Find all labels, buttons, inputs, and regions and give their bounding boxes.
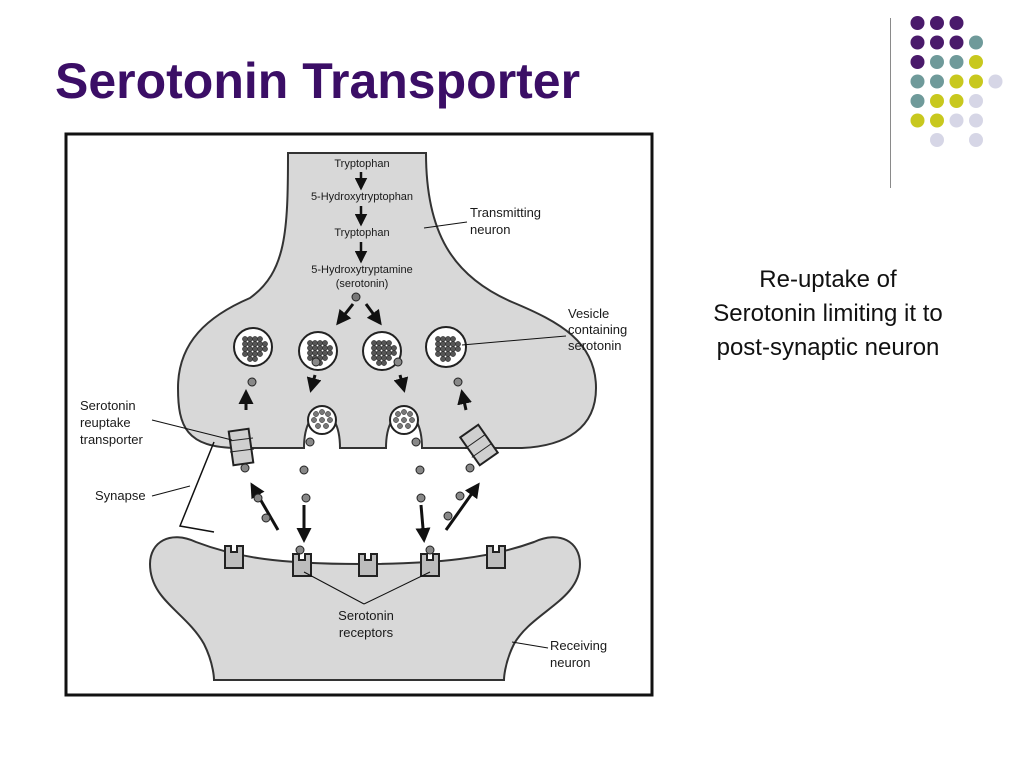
serotonin-molecule (295, 545, 305, 555)
decorative-dot (969, 55, 983, 69)
serotonin-molecule (416, 493, 426, 503)
release-arrows (238, 374, 480, 543)
serotonin-molecule (305, 437, 315, 447)
leader-lines (151, 221, 567, 649)
decorative-dot (910, 35, 925, 50)
serotonin-molecule (415, 465, 425, 475)
serotonin-receptor (486, 545, 506, 569)
vesicle (362, 331, 402, 371)
decorative-dot-grid (910, 16, 1003, 147)
pathway-step-2: 5-Hydroxytryptophan (311, 191, 413, 203)
label-receptors-1: Serotonin (338, 608, 394, 623)
label-transmitting-2: neuron (470, 222, 510, 237)
serotonin-molecule (453, 377, 463, 387)
label-vesicle-2: containing (568, 322, 627, 337)
pathway-step-1: Tryptophan (334, 158, 389, 170)
caption-line-3: post-synaptic neuron (716, 334, 940, 361)
pathway-step-4-note: (serotonin) (336, 278, 389, 290)
serotonin-receptors (224, 545, 506, 577)
decorative-dot (930, 74, 944, 89)
decorative-dot (910, 55, 925, 69)
vesicle (233, 327, 273, 367)
label-reuptake-2: reuptake (80, 415, 131, 430)
serotonin-molecule (301, 493, 311, 503)
decorative-dot (949, 74, 964, 89)
decorative-dot (969, 94, 983, 108)
fusing-vesicles (307, 405, 419, 435)
vesicle (298, 331, 338, 371)
decorative-dot (949, 55, 964, 69)
label-receiving-1: Receiving (550, 638, 607, 653)
label-receiving-2: neuron (550, 655, 590, 670)
caption-line-2: Serotonin limiting it to (713, 300, 943, 327)
serotonin-molecule (253, 493, 263, 503)
decorative-dot (930, 94, 944, 108)
serotonin-receptor (358, 553, 378, 577)
label-vesicle-3: serotonin (568, 338, 621, 353)
decorative-dot (930, 35, 944, 50)
serotonin-receptor (292, 553, 312, 577)
serotonin-molecule (311, 357, 321, 367)
vesicle (425, 326, 467, 368)
pathway-step-4: 5-Hydroxytryptamine (311, 264, 412, 276)
decorative-dot (910, 113, 925, 128)
serotonin-molecule (425, 545, 435, 555)
decorative-dot (949, 16, 964, 30)
slide-title: Serotonin Transporter (55, 53, 581, 109)
serotonin-receptor (224, 545, 244, 569)
serotonin-molecule (455, 491, 465, 501)
decorative-dot (969, 35, 983, 50)
decorative-dot (988, 74, 1003, 89)
synapse-diagram: Tryptophan 5-Hydroxytryptophan Tryptopha… (64, 132, 654, 697)
decorative-dot (969, 133, 983, 147)
serotonin-molecule (240, 463, 250, 473)
decorative-dot (910, 16, 925, 30)
decorative-dot (969, 113, 983, 128)
decorative-dot (930, 113, 944, 128)
fusing-vesicle (307, 405, 337, 435)
caption-line-1: Re-uptake of (759, 266, 897, 293)
synapse-bracket (178, 441, 215, 533)
label-transmitting-1: Transmitting (470, 205, 541, 220)
decorative-divider (890, 18, 891, 188)
serotonin-molecule (299, 465, 309, 475)
decorative-dot (930, 16, 944, 30)
label-synapse: Synapse (95, 488, 146, 503)
reuptake-transporter-right (458, 423, 500, 467)
reuptake-transporter-left (227, 427, 255, 467)
label-reuptake-3: transporter (80, 432, 144, 447)
decorative-dot (910, 94, 925, 108)
serotonin-to-vesicle-arrows (336, 303, 382, 326)
slide-caption: Re-uptake of Serotonin limiting it to po… (680, 263, 976, 365)
transmitting-neuron-body (176, 152, 598, 449)
serotonin-molecule (261, 513, 271, 523)
decorative-dot (930, 133, 944, 147)
label-reuptake-1: Serotonin (80, 398, 136, 413)
decorative-dot (969, 74, 983, 89)
serotonin-molecules (240, 357, 475, 555)
serotonin-molecule (247, 377, 257, 387)
pathway-step-3: Tryptophan (334, 227, 389, 239)
decorative-dot (949, 35, 964, 50)
serotonin-molecule (411, 437, 421, 447)
serotonin-molecule (465, 463, 475, 473)
serotonin-receptor (420, 553, 440, 577)
label-receptors-2: receptors (339, 625, 394, 640)
fusing-vesicle (389, 405, 419, 435)
decorative-dot (949, 94, 964, 108)
decorative-dot (930, 55, 944, 69)
serotonin-molecule (351, 292, 361, 302)
vesicles (233, 326, 467, 371)
serotonin-molecule (393, 357, 403, 367)
label-vesicle-1: Vesicle (568, 306, 609, 321)
serotonin-molecule (443, 511, 453, 521)
decorative-dot (949, 113, 964, 128)
decorative-dot (910, 74, 925, 89)
receiving-neuron-body (148, 536, 582, 681)
